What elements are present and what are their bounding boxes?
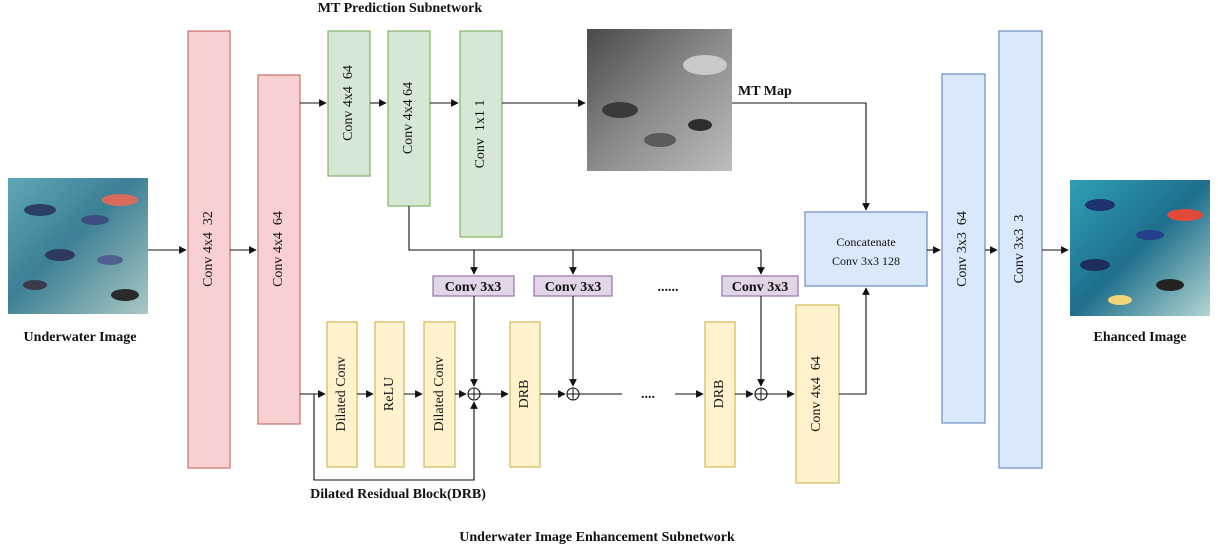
encoder-conv1-box <box>187 30 231 469</box>
chain-final-conv-label: Conv 4x4 64 <box>809 356 824 432</box>
drb-relu-label: ReLU <box>382 377 397 411</box>
output-image-label: Ehanced Image <box>1094 330 1187 345</box>
drb-dilated-conv1-box <box>326 321 358 468</box>
chain-final-conv-box <box>795 304 840 484</box>
mt-map-label: MT Map <box>738 84 792 99</box>
connections <box>148 99 1069 481</box>
encoder-conv2-label: Conv 4x4 64 <box>271 211 286 287</box>
chain-drb-a-box <box>509 321 541 468</box>
mt-conv2-box <box>387 30 431 207</box>
fusion-box <box>804 211 928 287</box>
enhanced-output-image <box>1070 180 1210 316</box>
fusion-line2: Conv 3x3 128 <box>832 254 900 268</box>
guide-ellipsis: ...... <box>658 280 679 295</box>
decoder-conv2-label: Conv 3x3 3 <box>1012 215 1027 284</box>
bottom-title: Underwater Image Enhancement Subnetwork <box>459 530 735 545</box>
drb-caption: Dilated Residual Block(DRB) <box>310 487 486 502</box>
mt-conv2-label: Conv 4x4 64 <box>401 82 416 154</box>
guide-conv-1-label: Conv 3x3 <box>445 280 501 295</box>
decoder-conv1-label: Conv 3x3 64 <box>955 211 970 287</box>
drb-dilated-conv2-label: Dilated Conv <box>432 356 447 431</box>
guide-conv-3-label: Conv 3x3 <box>732 280 788 295</box>
guide-conv-3-box <box>721 275 799 297</box>
chain-drb-a-label: DRB <box>517 380 532 409</box>
chain-ellipsis: .... <box>641 387 655 402</box>
decoder-conv1-box <box>941 73 986 424</box>
sum-node-2-icon <box>566 387 580 401</box>
chain-drb-b-label: DRB <box>712 380 727 409</box>
decoder-conv2-box <box>998 30 1043 469</box>
fusion-line1: Concatenate <box>836 235 895 249</box>
sum-node-1-icon <box>467 387 481 401</box>
sum-node-3-icon <box>754 387 768 401</box>
mt-conv3-box <box>459 30 503 238</box>
mt-conv3-label: Conv 1x1 1 <box>473 100 488 169</box>
input-image-label: Underwater Image <box>24 330 137 345</box>
drb-dilated-conv1-label: Dilated Conv <box>334 356 349 431</box>
guide-conv-2-label: Conv 3x3 <box>545 280 601 295</box>
mt-map-image <box>587 29 732 171</box>
encoder-conv1-label: Conv 4x4 32 <box>201 211 216 287</box>
underwater-input-image <box>8 178 148 314</box>
encoder-conv2-box <box>257 74 301 425</box>
top-title: MT Prediction Subnetwork <box>318 1 483 16</box>
drb-relu-box <box>374 321 405 468</box>
drb-dilated-conv2-box <box>423 321 456 468</box>
mt-conv1-label: Conv 4x4 64 <box>341 65 356 141</box>
